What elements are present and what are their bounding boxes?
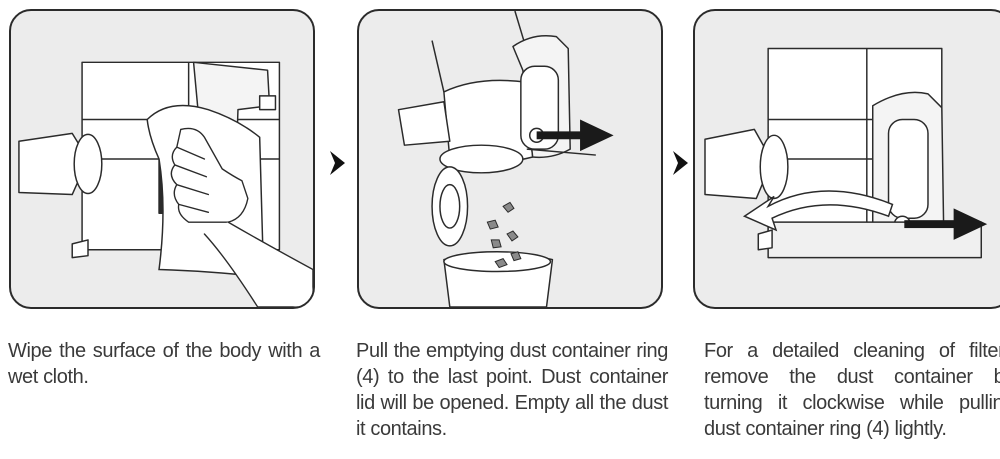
step-2-illustration	[357, 9, 663, 309]
vacuum-remove-drawing	[704, 47, 988, 259]
step-2-caption: Pull the emptying dust container ring (4…	[356, 340, 668, 440]
hand	[170, 127, 313, 307]
curved-arrow-left-icon	[742, 190, 894, 232]
step-1-caption: Wipe the surface of the body with a wet …	[8, 340, 320, 388]
step-3-caption: For a detailed cleaning of filters remov…	[704, 340, 1000, 440]
chevron-right-icon	[673, 151, 688, 175]
vacuum-empty-drawing	[397, 11, 614, 307]
arrow-right-icon	[536, 119, 614, 152]
step-3-illustration	[693, 9, 1000, 309]
step-1-illustration	[9, 9, 315, 309]
chevron-right-icon	[330, 151, 345, 175]
vacuum-wipe-drawing	[18, 61, 313, 307]
arrow-right-icon	[904, 208, 988, 240]
